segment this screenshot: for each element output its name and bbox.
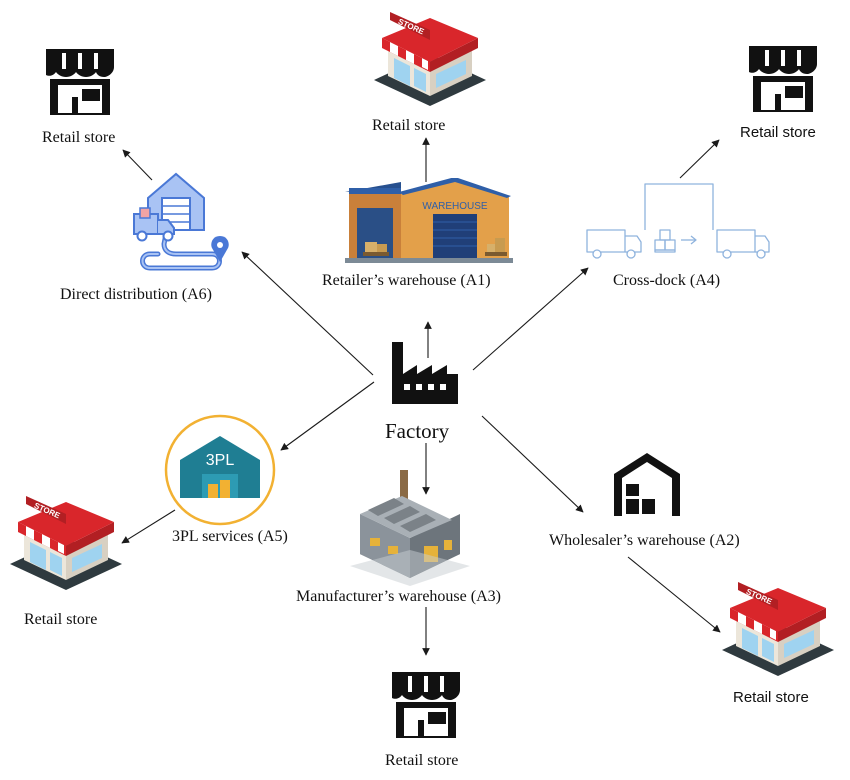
arrow-a6-to-store [122, 149, 153, 181]
arrow-factory-to-a6 [241, 251, 374, 376]
store-icon-a1: STORE [374, 12, 486, 106]
direct-distribution-label: Direct distribution (A6) [60, 286, 212, 303]
arrow-factory-to-a5 [280, 381, 375, 451]
store-icon-a5: STORE [10, 496, 122, 590]
store-icon-a4 [749, 46, 817, 112]
tpl-services-label: 3PL services (A5) [172, 528, 288, 545]
cross-dock-label: Cross-dock (A4) [613, 272, 721, 289]
manufacturer-warehouse-label: Manufacturer’s warehouse (A3) [296, 588, 501, 605]
wholesaler-warehouse-label: Wholesaler’s warehouse (A2) [549, 532, 740, 549]
arrow-factory-to-a2 [481, 415, 584, 513]
warehouse-sign: WAREHOUSE [422, 201, 488, 212]
store-icon-a2: STORE [722, 582, 834, 676]
arrow-factory-to-a4 [472, 267, 589, 371]
retailer-warehouse-label: Retailer’s warehouse (A1) [322, 272, 491, 289]
arrow-a5-to-store [121, 509, 176, 544]
wholesaler-warehouse-icon [614, 453, 680, 516]
retailer-warehouse-icon: WAREHOUSE [345, 178, 513, 263]
store-label-a4: Retail store [740, 124, 816, 141]
direct-distribution-icon [133, 172, 229, 271]
factory-icon [392, 342, 458, 404]
store-label-a6: Retail store [42, 129, 116, 146]
store-label-a5: Retail store [24, 611, 98, 628]
factory-label: Factory [385, 419, 450, 443]
store-icon-a3 [392, 672, 460, 738]
cross-dock-icon [586, 183, 770, 259]
tpl-sign: 3PL [206, 452, 235, 469]
tpl-services-icon: 3PL [164, 414, 276, 526]
store-label-a3: Retail store [385, 752, 459, 769]
store-icon-a6 [46, 49, 114, 115]
store-label-a2: Retail store [733, 689, 809, 706]
manufacturer-warehouse-icon [350, 470, 470, 586]
arrow-a4-to-store [679, 139, 720, 179]
arrow-a2-to-store [627, 556, 721, 633]
store-label-a1: Retail store [372, 117, 446, 134]
